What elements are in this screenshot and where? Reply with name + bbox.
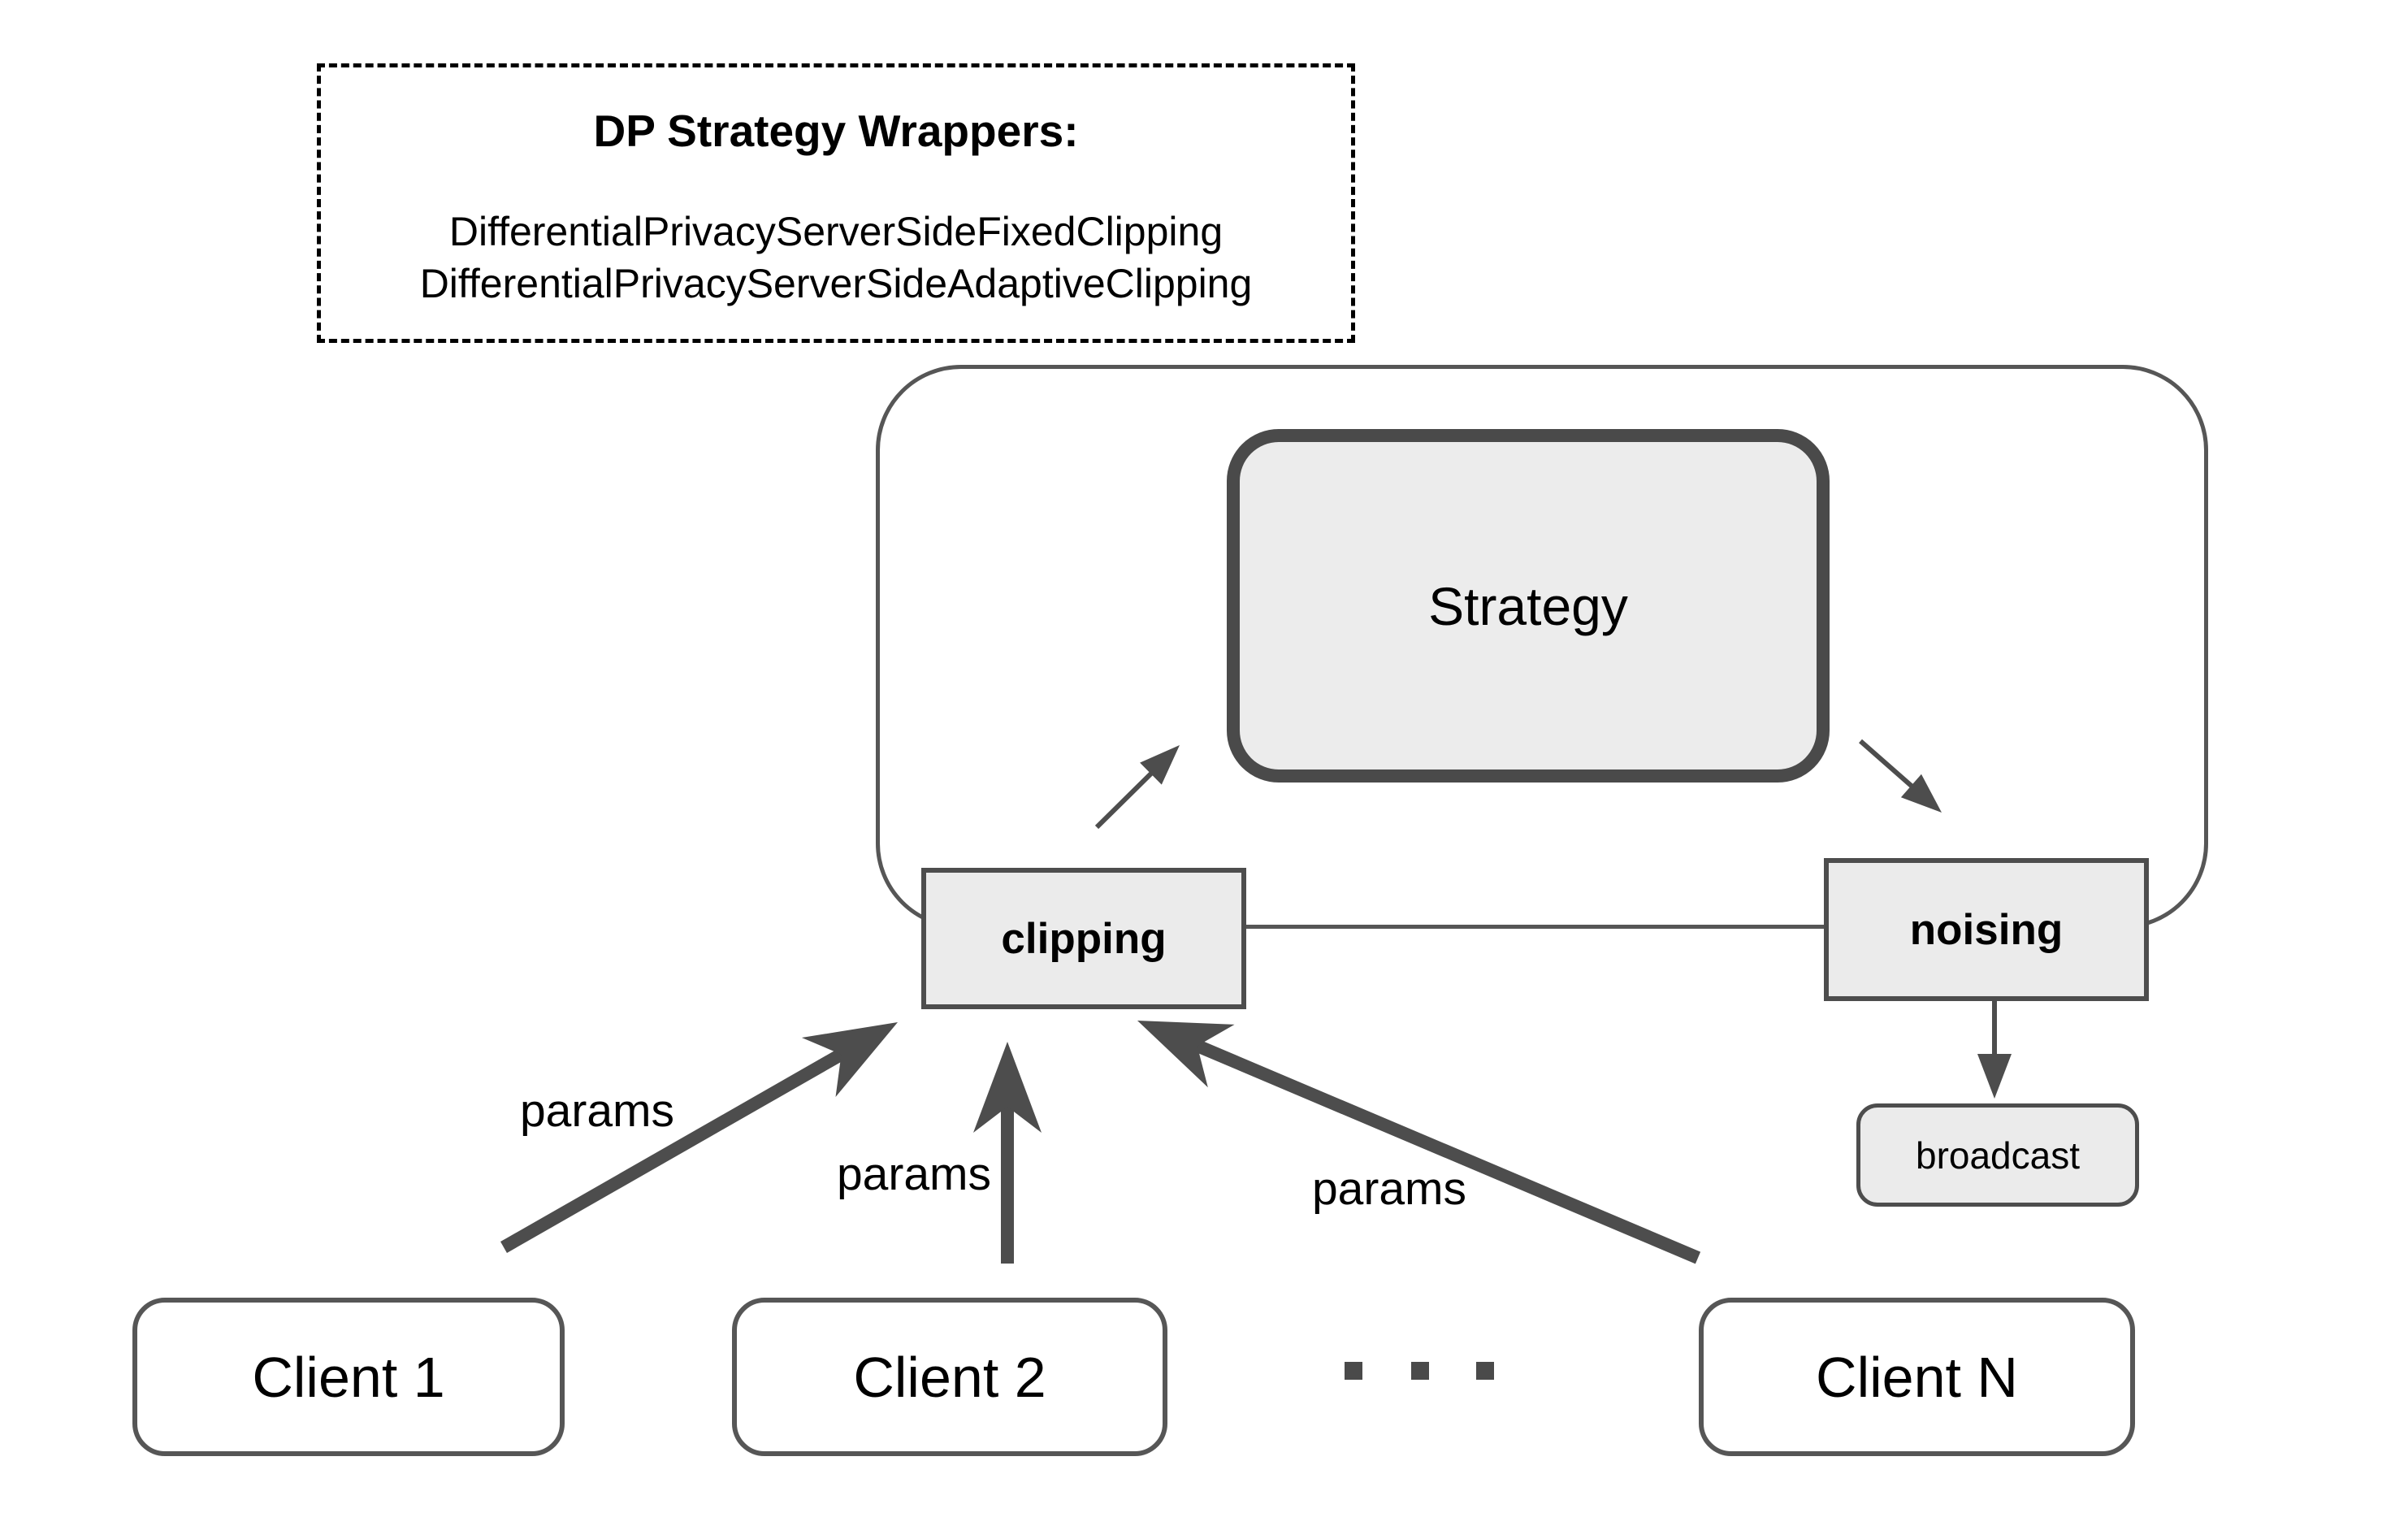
broadcast-label: broadcast [1915,1134,2080,1177]
clipping-node: clipping [921,868,1246,1009]
ellipsis-dot-icon [1345,1362,1362,1380]
noising-to-broadcast-arrow [1977,1001,2012,1099]
params-edge-label-1: params [519,1085,675,1137]
noising-label: noising [1909,905,2064,954]
params-arrow-clientN-to-clipping [1137,1021,1701,1264]
wrapper-class-fixed-clipping: DifferentialPrivacyServerSideFixedClippi… [448,209,1223,254]
noising-node: noising [1824,858,2149,1001]
params-edge-label-3: params [1311,1163,1467,1215]
server-boundary [876,365,2208,929]
strategy-node: Strategy [1227,429,1830,783]
wrapper-class-adaptive-clipping: DifferentialPrivacyServerSideAdaptiveCli… [419,261,1253,306]
client-2-label: Client 2 [853,1345,1046,1409]
client-n-label: Client N [1816,1345,2018,1409]
client-n-node: Client N [1699,1298,2135,1456]
ellipsis-dot-icon [1476,1362,1494,1380]
broadcast-node: broadcast [1856,1103,2139,1207]
params-edge-label-2: params [836,1148,992,1200]
ellipsis-dot-icon [1411,1362,1429,1380]
strategy-label: Strategy [1428,575,1628,636]
dp-wrappers-title: DP Strategy Wrappers: [593,106,1079,156]
clipping-label: clipping [1001,914,1167,963]
dp-wrappers-note-box: DP Strategy Wrappers: DifferentialPrivac… [317,63,1355,343]
client-1-node: Client 1 [132,1298,565,1456]
client-1-label: Client 1 [252,1345,445,1409]
client-2-node: Client 2 [732,1298,1167,1456]
